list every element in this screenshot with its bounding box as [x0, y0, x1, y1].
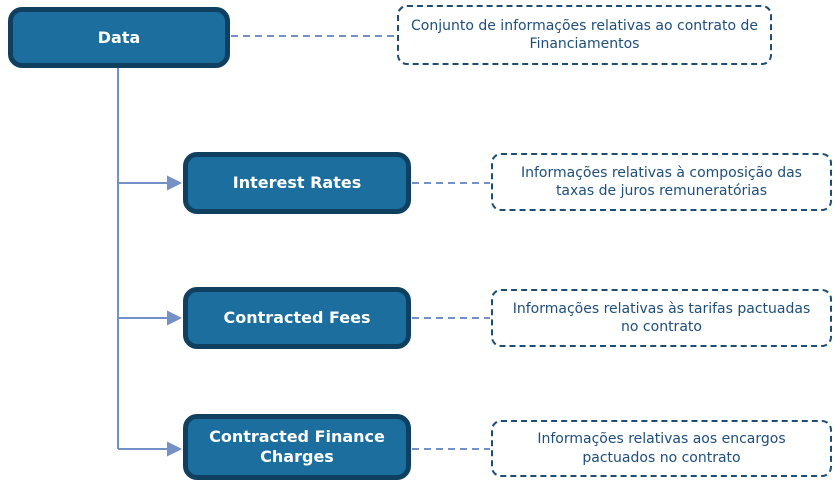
- node-contracted-finance-charges-label: Contracted Finance Charges: [209, 427, 385, 466]
- note-contracted-finance-charges: Informações relativas aos encargos pactu…: [491, 420, 832, 477]
- node-data: Data: [8, 7, 230, 68]
- arrowhead-icon: [167, 310, 182, 326]
- node-data-label: Data: [97, 27, 141, 47]
- note-contracted-finance-charges-text: Informações relativas aos encargos pactu…: [537, 431, 786, 466]
- note-data-text: Conjunto de informações relativas ao con…: [411, 17, 758, 52]
- arrowhead-icon: [167, 441, 182, 457]
- note-interest-rates: Informações relativas à composição das t…: [491, 153, 832, 211]
- note-contracted-fees-text: Informações relativas às tarifas pactuad…: [512, 300, 811, 335]
- node-contracted-finance-charges: Contracted Finance Charges: [183, 414, 411, 480]
- note-contracted-fees: Informações relativas às tarifas pactuad…: [491, 289, 832, 347]
- node-interest-rates-label: Interest Rates: [232, 173, 362, 192]
- note-interest-rates-text: Informações relativas à composição das t…: [521, 164, 802, 199]
- node-contracted-fees: Contracted Fees: [183, 287, 411, 349]
- node-contracted-fees-label: Contracted Fees: [223, 308, 371, 327]
- note-data: Conjunto de informações relativas ao con…: [397, 5, 772, 65]
- node-interest-rates: Interest Rates: [183, 152, 411, 214]
- arrowhead-icon: [167, 175, 182, 191]
